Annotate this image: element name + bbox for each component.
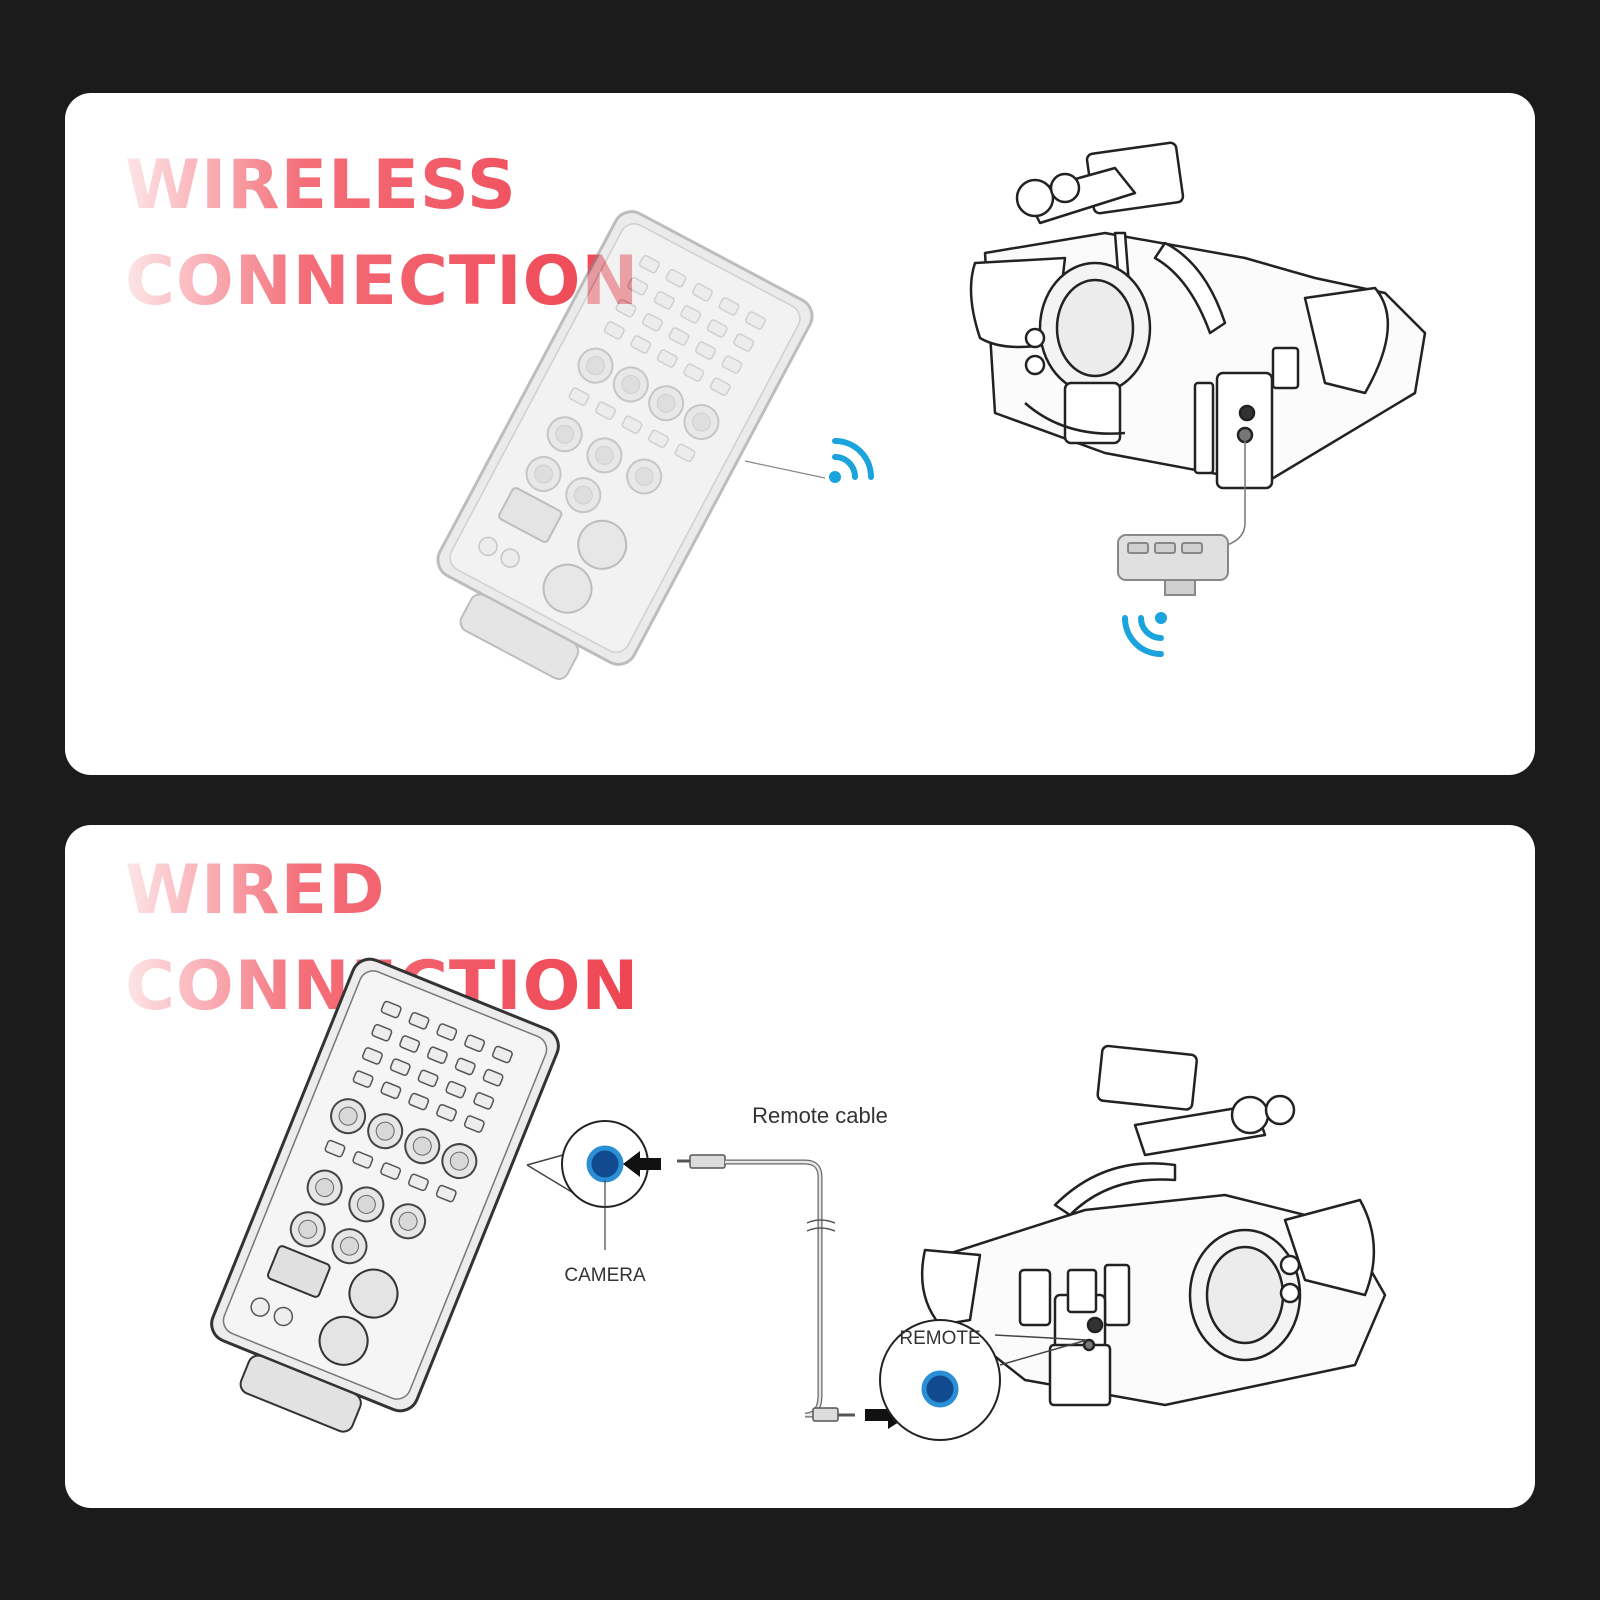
antenna-leader-line (744, 460, 826, 479)
camera-port-label: CAMERA (564, 1265, 646, 1286)
remote-port-icon (921, 1370, 959, 1408)
remote-cable-label: Remote cable (752, 1103, 888, 1128)
wireless-diagram (436, 141, 1427, 680)
remote-cable (677, 1154, 855, 1422)
wifi-signal-icon (829, 438, 874, 483)
wifi-signal-icon-receiver (1122, 612, 1167, 657)
wireless-connection-panel: WIRELESS CONNECTION (65, 93, 1535, 775)
camcorder-illustration (920, 1044, 1387, 1407)
arrow-left-icon (623, 1151, 661, 1177)
wired-diagram: CAMERA Remote cable (210, 957, 1387, 1441)
remote-port-label: REMOTE (899, 1328, 980, 1349)
camera-port-icon (586, 1145, 624, 1183)
remote-controller-illustration (436, 210, 814, 680)
wired-connection-panel: WIRED CONNECTION (65, 825, 1535, 1508)
camera-remote-port-callout: REMOTE (879, 1319, 1088, 1441)
wireless-receiver-illustration (1117, 534, 1229, 596)
camcorder-illustration (969, 141, 1427, 490)
controller-camera-port-callout: CAMERA (526, 1120, 649, 1286)
remote-controller-illustration (210, 957, 560, 1433)
